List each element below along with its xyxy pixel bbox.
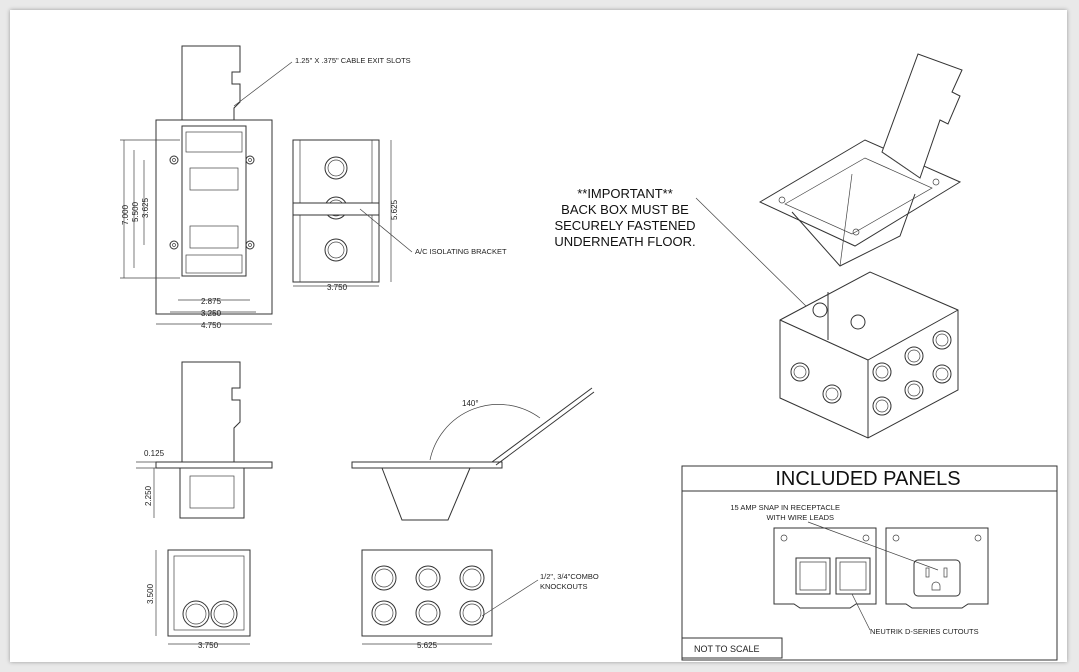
dim-side-w: 3.750	[327, 283, 348, 292]
profile-box	[179, 467, 245, 519]
callout-isolating-bracket: A/C ISOLATING BRACKET	[415, 247, 507, 256]
iso-flange	[758, 139, 962, 247]
tapered-box	[381, 467, 471, 521]
open-lid-profile: 140°	[351, 387, 595, 521]
dim-depth: 2.250	[144, 485, 153, 506]
callout-knockouts-1: 1/2", 3/4"COMBO	[540, 572, 599, 581]
profile-flange	[155, 461, 273, 469]
important-line-4: UNDERNEATH FLOOR.	[554, 234, 695, 249]
long-view-box	[361, 549, 493, 637]
not-to-scale-label: NOT TO SCALE	[694, 644, 760, 654]
dim-flange: 0.125	[144, 449, 165, 458]
end-view: 3.500 3.750	[146, 549, 251, 650]
isometric-view	[758, 53, 963, 439]
callout-neutrik: NEUTRIK D-SERIES CUTOUTS	[870, 627, 979, 636]
dim-end-w: 3.750	[198, 641, 219, 650]
iso-back-box	[779, 271, 959, 439]
dim-long-w: 5.625	[417, 641, 438, 650]
dim-top-w1: 2.875	[201, 297, 222, 306]
dim-top-w3: 4.750	[201, 321, 222, 330]
neutrik-cutout-right	[835, 557, 871, 595]
drawing-sheet: 7.000 5.500 3.625 2.875 3.250 4.750 1.25…	[10, 10, 1067, 662]
dim-top-h1: 7.000	[121, 204, 130, 225]
included-panels-section: INCLUDED PANELS 15 AMP SNAP IN RECEPTACL…	[681, 465, 1058, 661]
end-view-box	[167, 549, 251, 637]
dim-side-h: 5.625	[390, 199, 399, 220]
callout-receptacle-2: WITH WIRE LEADS	[766, 513, 834, 522]
important-line-3: SECURELY FASTENED	[554, 218, 695, 233]
profile-view: 0.125 2.250	[136, 361, 273, 519]
important-note: **IMPORTANT** BACK BOX MUST BE SECURELY …	[554, 186, 811, 311]
dim-top-w2: 3.250	[201, 309, 222, 318]
bracket-side-view: 5.625 3.750 A/C ISOLATING BRACKET	[292, 139, 507, 292]
dim-end-h: 3.500	[146, 583, 155, 604]
profile-lid	[181, 361, 241, 462]
dim-top-h2: 5.500	[131, 201, 140, 222]
dim-top-h3: 3.625	[141, 197, 150, 218]
receptacle-outlet	[913, 559, 961, 597]
callout-cable-exit-slots: 1.25" X .375" CABLE EXIT SLOTS	[295, 56, 411, 65]
iso-lid	[881, 53, 963, 179]
top-view-opening	[181, 125, 247, 277]
panel-receptacle	[885, 527, 989, 609]
important-line-2: BACK BOX MUST BE	[561, 202, 689, 217]
top-view-plate	[155, 119, 273, 315]
callout-receptacle-1: 15 AMP SNAP IN RECEPTACLE	[730, 503, 840, 512]
neutrik-cutout-left	[795, 557, 831, 595]
panels-frame	[681, 465, 1058, 661]
technical-drawing: 7.000 5.500 3.625 2.875 3.250 4.750 1.25…	[120, 45, 1058, 661]
callout-knockouts-2: KNOCKOUTS	[540, 582, 588, 591]
panels-title: INCLUDED PANELS	[775, 468, 960, 490]
dim-angle: 140°	[462, 399, 479, 408]
top-view-lid	[181, 45, 241, 120]
not-to-scale-box	[681, 637, 783, 659]
panel-neutrik	[773, 527, 877, 609]
important-heading: **IMPORTANT**	[577, 186, 673, 201]
long-side-view: 5.625 1/2", 3/4"COMBO KNOCKOUTS	[361, 549, 599, 650]
top-view: 7.000 5.500 3.625 2.875 3.250 4.750 1.25…	[120, 45, 411, 330]
knockouts	[371, 565, 485, 626]
